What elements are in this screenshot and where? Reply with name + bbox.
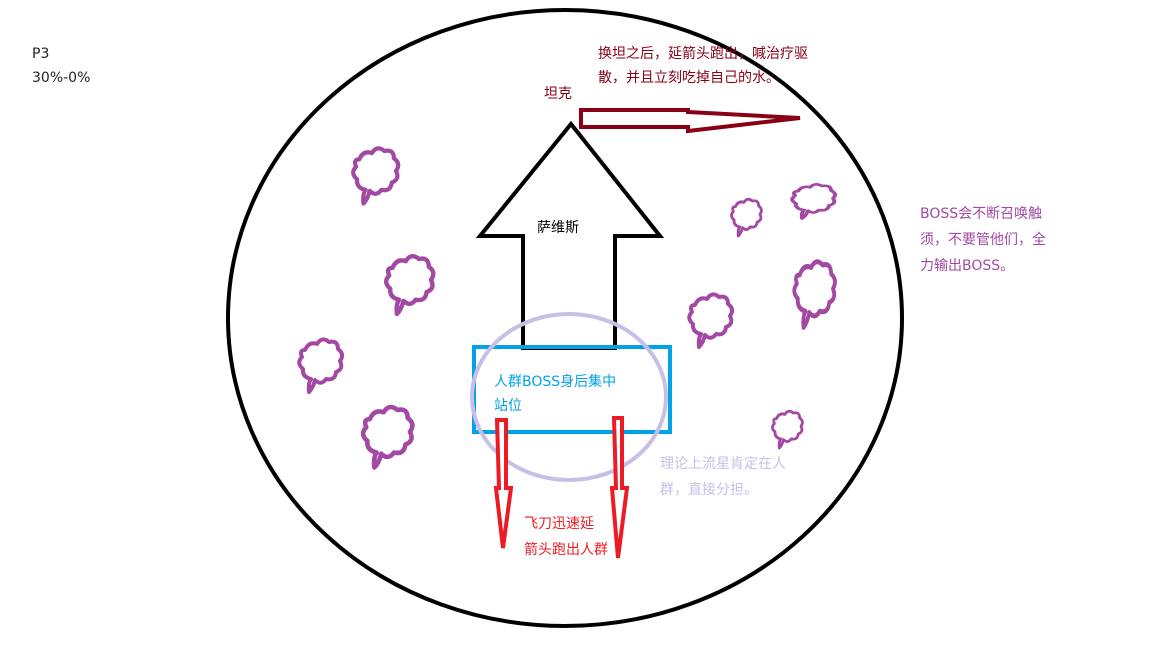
knife-note-line2: 箭头跑出人群 <box>524 538 608 562</box>
adds-note-line2: 须，不要管他们，全 <box>920 228 1046 252</box>
tank-arrow <box>581 110 800 131</box>
phase-range: 30%-0% <box>32 66 90 90</box>
tank-label: 坦克 <box>544 82 572 106</box>
tank-note-line1: 换坦之后，延箭头跑出，喊治疗驱 <box>598 42 808 66</box>
meteor-note-line2: 群，直接分担。 <box>660 478 758 502</box>
stack-box-line2: 站位 <box>494 394 522 418</box>
knife-arrow-left <box>496 420 511 548</box>
boss-name: 萨维斯 <box>537 216 579 240</box>
meteor-note-line1: 理论上流星肯定在人 <box>660 452 786 476</box>
phase-label: P3 <box>32 42 49 66</box>
adds-note-line1: BOSS会不断召唤触 <box>920 202 1042 226</box>
adds-note-line3: 力输出BOSS。 <box>920 254 1014 278</box>
knife-arrow-right <box>612 418 627 558</box>
stack-box-line1: 人群BOSS身后集中 <box>494 370 616 394</box>
tank-note-line2: 散，并且立刻吃掉自己的水。 <box>598 66 780 90</box>
knife-note-line1: 飞刀迅速延 <box>524 512 594 536</box>
